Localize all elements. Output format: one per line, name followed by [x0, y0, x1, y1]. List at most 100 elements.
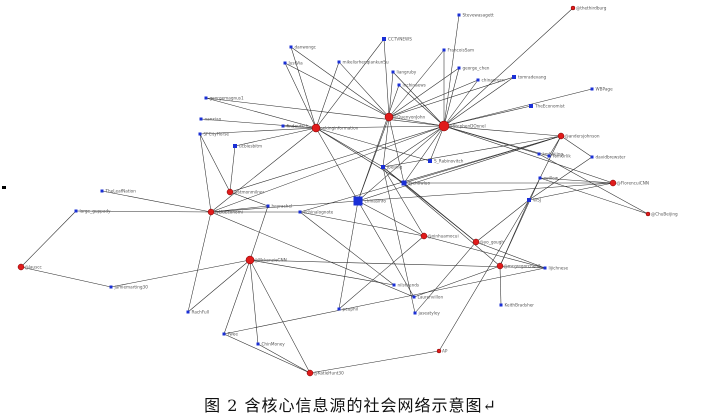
hub-node-marker [645, 211, 651, 217]
left-edge-mark [2, 186, 6, 189]
figure-caption: 图 2 含核心信息源的社会网络示意图↵ [204, 396, 497, 415]
node-rwillow: rwillow [538, 176, 559, 181]
edge-andersjohnson-wall [528, 135, 562, 201]
edge-twee-lijichnews [223, 267, 546, 335]
leaf-node-marker [401, 180, 407, 186]
node-wall: WSJ [527, 198, 541, 203]
edge-florencuicnn-china_center [357, 182, 614, 202]
node-label: rwillow [544, 176, 559, 181]
edge-katiehunt30-twee [223, 333, 311, 374]
node-label: @LiuEconomi [215, 210, 243, 215]
node-label: findeutsch [287, 124, 309, 129]
leaf-node-marker [442, 48, 446, 52]
edge-stephenodonnel-pekinginform [315, 125, 445, 129]
edge-stephenodonnel-stmonmilner [229, 125, 445, 193]
edge-mckenziecnn-katiehunt30 [249, 259, 311, 374]
edge-florencuicnn-wall [528, 182, 614, 201]
edge-yo_gough-wall [475, 199, 530, 243]
node-label: TheEconomist [534, 104, 565, 109]
edge-chubeijing-rwillow [539, 177, 649, 215]
edge-quenyon-zhuchenmiaomiao [338, 61, 390, 118]
node-nanxiao: nanxiao [199, 117, 222, 122]
edge-liuiconomi-heyrachel [210, 205, 269, 213]
node-label: @MckenzieCNN [254, 258, 287, 263]
node-label: george_chen [463, 66, 490, 71]
node-label: pekinginformation [320, 126, 359, 131]
edge-andersjohnson-jbeijing [382, 135, 562, 168]
node-florencuicnn: @FlorencuiCNN [609, 179, 649, 187]
edge-pekinginform-zhuchenmiaomiao [315, 61, 340, 129]
node-label: @KatieHunt30 [314, 371, 345, 376]
edge-andersjohnson-chowluo [403, 135, 562, 184]
hub-node-marker [472, 238, 480, 246]
leaf-node-marker [512, 75, 516, 79]
node-label: lijichnese [549, 266, 569, 271]
node-label: S_Rabinovitch [434, 159, 464, 164]
node-label: kmbeijing [543, 152, 564, 157]
hub-node-marker [496, 262, 504, 270]
edge-pekinginform-liuiconomi [210, 127, 317, 213]
node-label: mikelisrhenqiankunSu [343, 60, 389, 65]
edge-rachfull-liuiconomi [187, 211, 212, 313]
edge-jaseatyley-jbeijing [382, 166, 416, 314]
node-label: davidbrewster [596, 155, 626, 160]
leaf-node-marker [283, 61, 287, 65]
hub-node-marker [609, 179, 617, 187]
node-chinaorgcn: chinaorgcn [476, 78, 505, 83]
node-label: @xinhuamocui [428, 234, 459, 239]
hub-node-marker [420, 232, 428, 240]
node-label: georgemagnus1 [210, 96, 244, 101]
node-theeconomist: TheEconomist [529, 104, 565, 109]
edge-pekinginform-china_center [315, 127, 359, 202]
node-label: @ChuBeijing [651, 212, 678, 217]
node-twee: Twee [222, 332, 238, 337]
node-label: @andersjohnson [565, 134, 600, 139]
edge-pekinginform-sfcityhorse [199, 127, 317, 135]
edge-xinhua_news-lijichnews [423, 235, 546, 269]
edge-stephenodonnel-liangruby [392, 71, 445, 127]
edge-pekinginform-nanxiao [200, 118, 317, 129]
leaf-node-marker [337, 60, 341, 64]
leaf-node-marker [537, 152, 541, 156]
leaf-node-marker [298, 210, 302, 214]
node-lauscchina: @lauscc [17, 263, 43, 271]
edge-liuiconomi-theleafnation [101, 190, 212, 213]
node-label: jamiemarting30 [114, 285, 149, 290]
edge-stephenodonnel-theeconomist [443, 105, 532, 127]
node-echinalognote: echinalognote [298, 210, 334, 215]
edge-stephenodonnel-stevewasagetti [443, 14, 460, 127]
edge-andersjohnson-tomorris [548, 135, 562, 157]
node-label: tomradevang [518, 75, 547, 80]
hub-node-marker [570, 5, 576, 11]
node-quenyon: @QuenyonJohn [384, 112, 426, 122]
edge-pekinginform-georgemagnus [205, 97, 317, 129]
node-mckenziecnn: @MckenzieCNN [245, 255, 287, 265]
edge-stmonmilner-heyrachel [229, 191, 269, 207]
node-danwongc: danwongc [289, 45, 317, 50]
edge-mcgregorchen-jbeijing [382, 166, 501, 267]
node-george_chen: george_chen [457, 66, 490, 71]
node-label: JustVia [288, 61, 304, 66]
leaf-node-marker [590, 87, 594, 91]
edge-pekinginform-danwongc [290, 46, 317, 129]
edge-stephenodonnel-georgemagnus [205, 97, 445, 127]
edge-stephenodonnel-thethirdburg [443, 7, 574, 127]
leaf-node-marker [353, 196, 363, 206]
node-label: Laurenvillon [418, 295, 444, 300]
edge-stephenodonnel-wbpage [443, 88, 593, 127]
node-rachfull: RachFull [186, 310, 209, 315]
edge-mckenziecnn-nilsfriends [249, 259, 395, 286]
node-ap: AP [436, 349, 448, 354]
edge-stephenodonnel-s_rabinovitch [429, 125, 445, 162]
edge-stmonmilner-sfcityhorse [199, 133, 231, 193]
node-label: @thethirdburg [576, 6, 607, 11]
edge-stephenodonnel-quenyon [388, 116, 445, 127]
leaf-node-marker [397, 83, 401, 87]
node-pekinginform: pekinginformation [311, 123, 359, 133]
edge-stephenodonnel-inchinaews [398, 84, 445, 127]
edge-quenyon-chowluo [388, 116, 405, 184]
leaf-node-marker [289, 45, 293, 49]
edge-xinhua_news-echinalognote [299, 211, 425, 237]
hub-node-marker [311, 123, 321, 133]
edge-lawvillon-china_center [357, 200, 415, 298]
